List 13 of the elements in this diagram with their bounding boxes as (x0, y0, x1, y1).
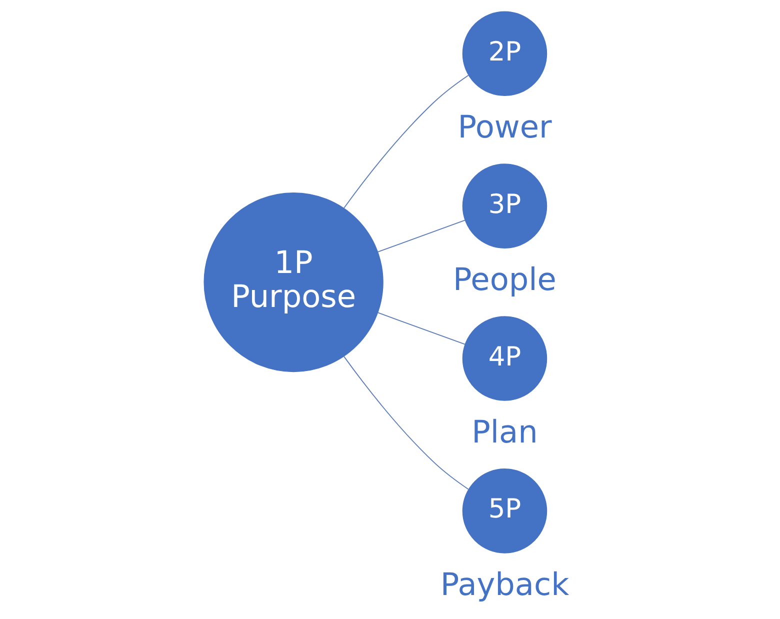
node-label: Payback (440, 566, 570, 603)
node-circle: 3P (462, 164, 548, 248)
connector (377, 220, 466, 252)
connector (377, 312, 466, 345)
node-circle: 5P (462, 468, 548, 554)
node-label: Power (458, 110, 552, 146)
connector (343, 356, 469, 490)
node-label: People (453, 262, 556, 298)
node-circle: 1P Purpose (204, 192, 384, 372)
node-circle: 4P (462, 316, 548, 401)
connector (343, 74, 469, 209)
node-circle: 2P (462, 11, 548, 96)
node-label: Plan (472, 414, 538, 450)
